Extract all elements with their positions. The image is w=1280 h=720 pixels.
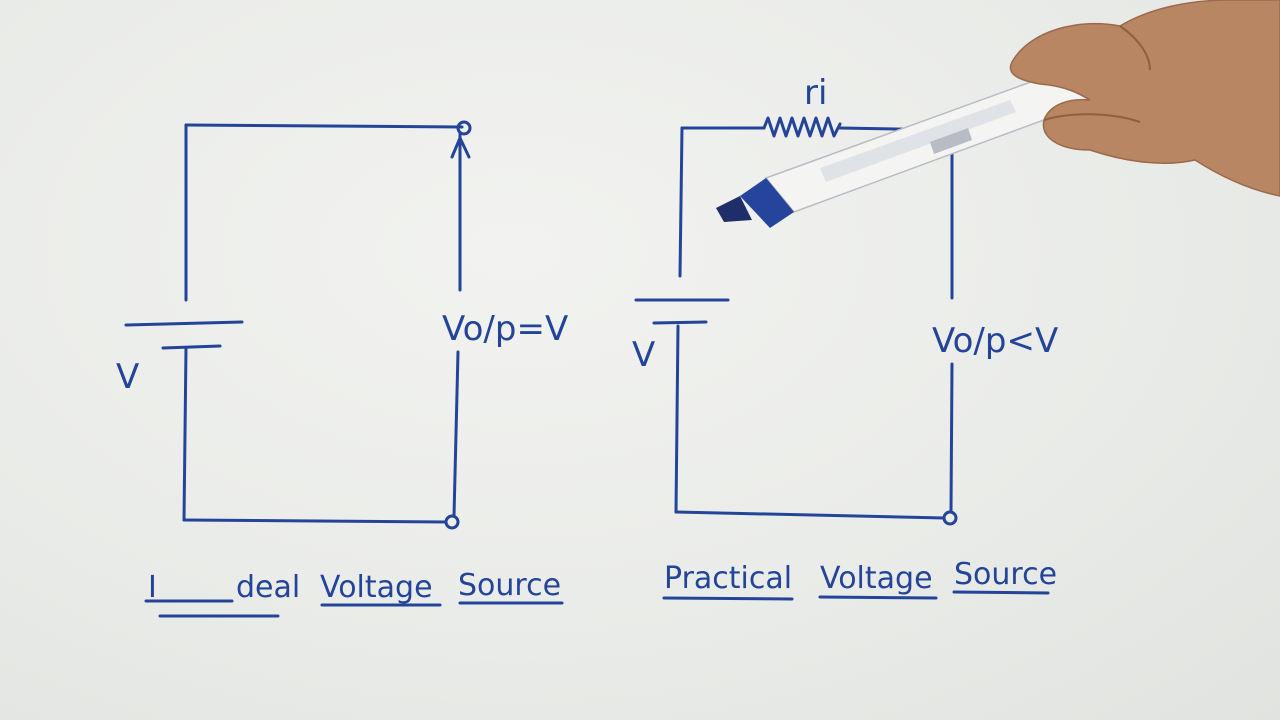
ideal-circuit: V Vo/p=V [116, 120, 568, 530]
practical-caption-part-3: Source [954, 557, 1057, 592]
ideal-output-label: Vo/p=V [442, 309, 568, 349]
ideal-bottom-wire [182, 518, 448, 524]
hand [1009, 0, 1280, 197]
practical-battery-label: V [632, 335, 655, 375]
hand-with-marker [716, 0, 1280, 228]
practical-left-wire-bottom [674, 324, 680, 514]
practical-caption-part-2: Voltage [820, 561, 933, 596]
practical-caption-underline-1 [662, 596, 794, 601]
ideal-caption: I deal Voltage Source [144, 568, 564, 618]
practical-caption-underline-2 [818, 595, 938, 600]
ideal-bottom-terminal [444, 514, 460, 530]
ideal-caption-part-1: I [148, 570, 157, 605]
ideal-battery-long-plate [124, 320, 244, 327]
practical-battery-short-plate [652, 320, 708, 325]
marker-pen [716, 46, 1144, 228]
ideal-battery-short-plate [161, 344, 222, 350]
practical-caption-underline-3 [952, 590, 1050, 595]
practical-resistor [762, 116, 842, 138]
practical-output-label: Vo/p<V [932, 321, 1058, 361]
practical-bottom-terminal [942, 510, 958, 526]
ideal-right-wire-bottom [452, 350, 460, 518]
practical-right-wire-bottom [949, 362, 954, 514]
ideal-caption-part-2: deal [236, 570, 300, 605]
practical-caption-part-1: Practical [664, 561, 792, 596]
practical-bottom-wire [674, 510, 946, 520]
practical-resistor-label: ri [804, 73, 827, 113]
ideal-top-terminal [456, 120, 472, 136]
practical-caption: Practical Voltage Source [662, 557, 1057, 601]
ideal-caption-part-4: Source [458, 568, 561, 603]
practical-circuit: ri V Vo/p<V [632, 73, 1058, 526]
ideal-battery-label: V [116, 357, 139, 397]
ideal-left-wire-bottom [182, 346, 188, 522]
practical-left-wire-top [678, 126, 684, 278]
ideal-caption-part-3: Voltage [320, 570, 433, 605]
ideal-top-wire [184, 123, 464, 129]
ideal-output-arrowhead [450, 136, 471, 159]
